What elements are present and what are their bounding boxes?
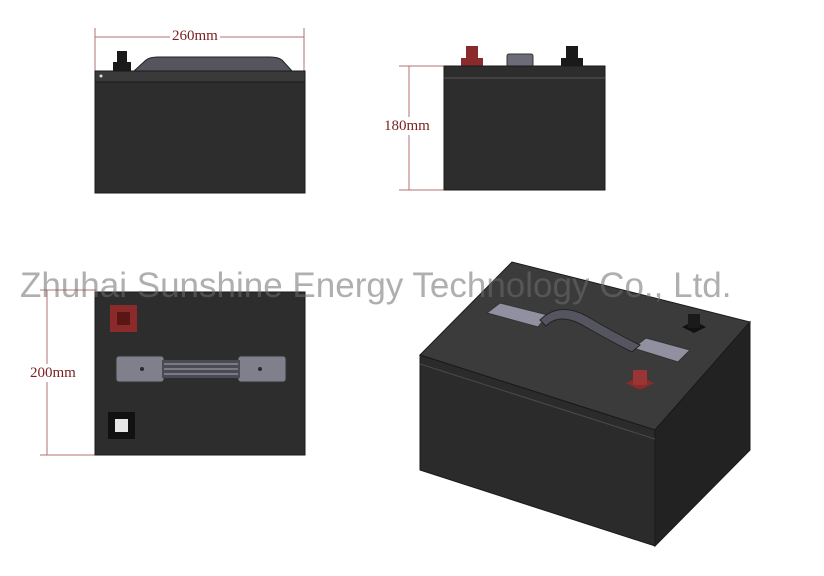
depth-dimension-label: 200mm xyxy=(28,364,78,382)
top-positive-terminal-core xyxy=(117,312,130,325)
iso-handle-grip xyxy=(539,309,641,353)
front-terminal-post xyxy=(117,51,127,63)
front-terminal-base xyxy=(113,62,131,72)
iso-negative-terminal-post xyxy=(688,314,700,328)
top-negative-terminal-core xyxy=(115,419,128,432)
front-dot xyxy=(99,74,103,78)
side-view xyxy=(399,46,606,191)
isometric-view xyxy=(419,261,751,548)
front-lid xyxy=(94,70,306,83)
side-positive-terminal-post xyxy=(466,46,478,59)
front-body xyxy=(94,81,306,194)
iso-handle-right-pad xyxy=(631,337,691,363)
top-handle-screw xyxy=(140,367,144,371)
side-handle-stub xyxy=(506,53,534,68)
side-negative-terminal-base xyxy=(561,58,583,67)
top-view xyxy=(40,289,306,456)
iso-right-face xyxy=(654,320,751,548)
front-view xyxy=(94,28,306,194)
side-negative-terminal-post xyxy=(566,46,578,59)
iso-positive-terminal-post xyxy=(633,370,647,385)
front-handle xyxy=(132,56,294,72)
height-dimension-label: 180mm xyxy=(382,117,432,135)
iso-lid-edge xyxy=(419,363,656,440)
side-body xyxy=(443,65,606,191)
width-dimension-label: 260mm xyxy=(170,27,220,45)
top-handle-screw xyxy=(258,367,262,371)
side-positive-terminal-base xyxy=(461,58,483,67)
